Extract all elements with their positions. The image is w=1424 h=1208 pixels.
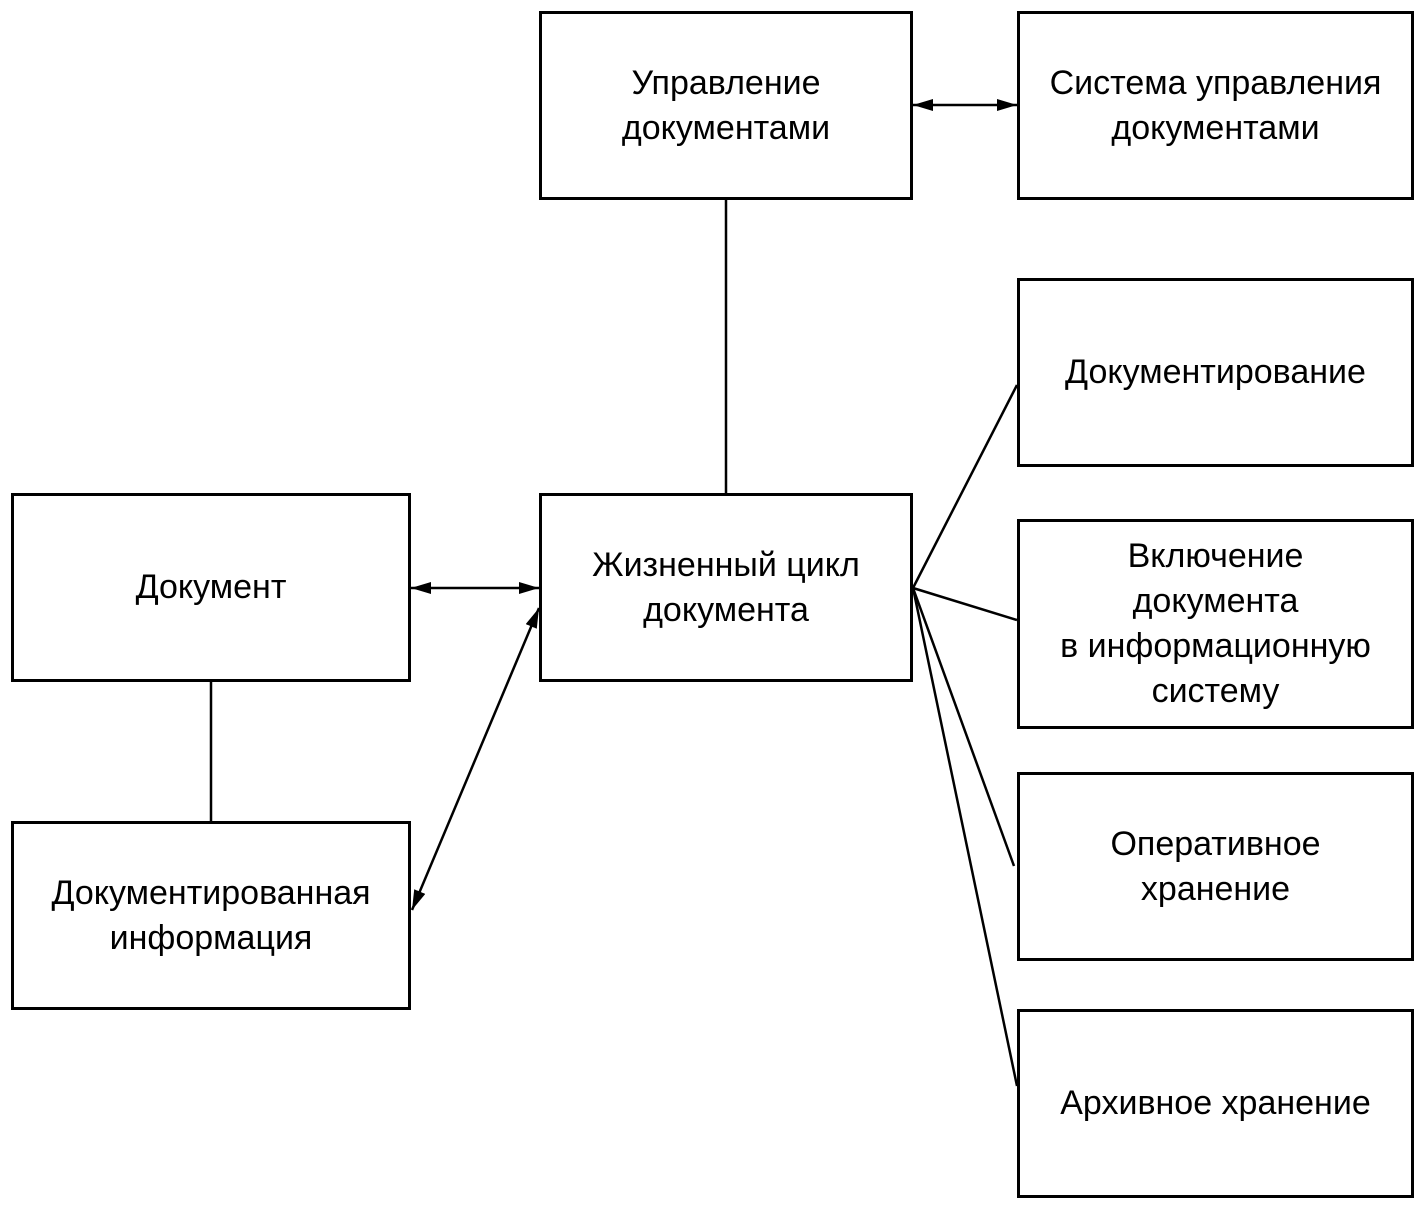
node-label-line: Управление xyxy=(631,63,821,102)
connector-dokinfo-zhc xyxy=(410,607,541,911)
connector-zhc-arhivnoe xyxy=(911,587,1019,1087)
node-label-line: Включение xyxy=(1127,537,1304,575)
node-label-line: Жизненный цикл xyxy=(592,545,860,584)
node-label-line: Документированная xyxy=(51,873,371,912)
connector-zhc-operativnoe xyxy=(911,587,1016,867)
node-document-management-system: Система управления документами xyxy=(1017,11,1414,200)
node-document: Документ xyxy=(11,493,411,682)
node-inclusion-into-information-system: Включение документа в информационную сис… xyxy=(1017,519,1414,729)
connector-zhc-vklyuchenie xyxy=(912,586,1018,622)
node-label-line: в информационную xyxy=(1060,627,1371,665)
connector-zhc-dokumentirovanie xyxy=(911,384,1019,589)
node-label-line: документами xyxy=(621,108,831,147)
node-document-lifecycle: Жизненный цикл документа xyxy=(539,493,913,682)
node-label-line: документами xyxy=(1111,108,1320,147)
node-documenting: Документирование xyxy=(1017,278,1414,467)
node-label-line: хранение xyxy=(1140,869,1291,908)
edge-group xyxy=(209,99,1019,1087)
node-document-management: Управление документами xyxy=(539,11,913,200)
node-label-line: Документ xyxy=(135,568,287,606)
node-label-line: документа xyxy=(1132,582,1299,620)
node-label-line: Архивное хранение xyxy=(1060,1084,1371,1122)
node-label-line: Оперативное xyxy=(1110,824,1321,863)
node-label-line: документа xyxy=(643,590,809,629)
node-operational-storage: Оперативное хранение xyxy=(1017,772,1414,961)
node-label-line: Документирование xyxy=(1065,353,1366,391)
node-label-line: систему xyxy=(1151,672,1280,710)
node-label-line: информация xyxy=(109,918,313,957)
node-archival-storage: Архивное хранение xyxy=(1017,1009,1414,1198)
node-documented-information: Документированная информация xyxy=(11,821,411,1010)
node-label-line: Система управления xyxy=(1049,63,1382,102)
